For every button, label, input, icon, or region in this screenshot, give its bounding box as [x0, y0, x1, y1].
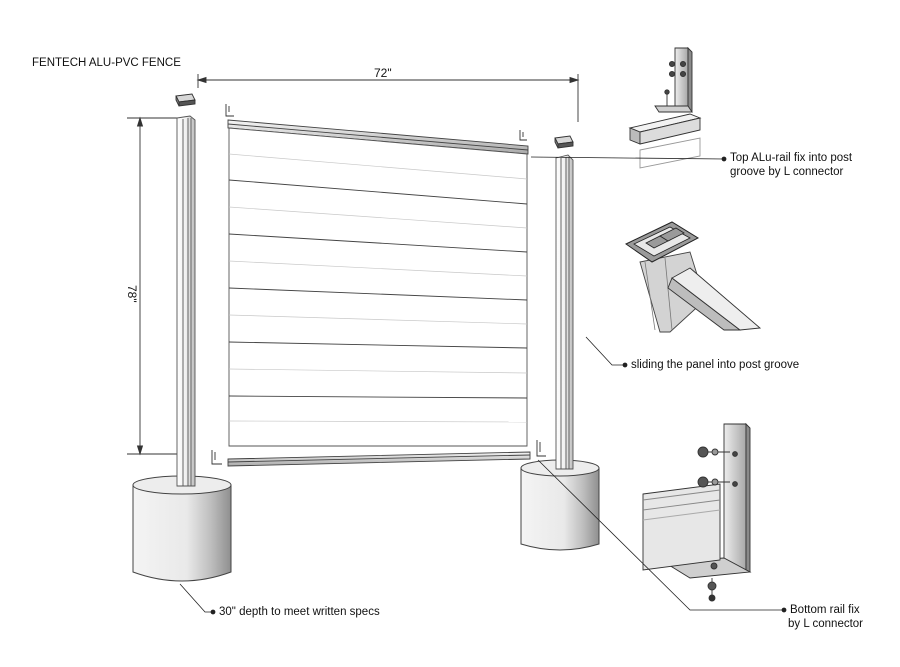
top-rail-callout-line1: Top ALu-rail fix into post: [730, 152, 853, 164]
height-dimension-label: 78": [125, 285, 139, 303]
top-rail-callout-line2: groove by L connector: [730, 166, 844, 178]
left-post-cap: [175, 93, 196, 107]
panel-faint-lines: [228, 153, 528, 423]
left-post: [176, 115, 196, 487]
right-post: [555, 154, 574, 470]
sliding-panel-callout: sliding the panel into post groove: [631, 359, 800, 371]
top-rail: [227, 119, 529, 155]
width-dimension-line: [196, 74, 580, 122]
top-l-connectors: [225, 104, 527, 141]
height-dimension-line: [127, 116, 178, 456]
pvc-panel: [228, 127, 528, 447]
bottom-rail: [227, 451, 531, 467]
right-concrete-footing: [520, 459, 600, 551]
bottom-l-connectors: [211, 440, 546, 465]
inset-top-rail-connector: [628, 46, 702, 169]
bottom-rail-callout-line2: by L connector: [788, 618, 864, 630]
inset-post-groove: [612, 214, 762, 333]
bottom-rail-callout-line1: Bottom rail fix: [790, 604, 860, 616]
diagram-title: FENTECH ALU-PVC FENCE: [32, 57, 181, 69]
right-post-cap: [554, 135, 574, 149]
width-dimension-label: 72": [374, 66, 392, 80]
panel-board-lines: [228, 179, 528, 399]
callout-leader-lines: [179, 156, 787, 615]
left-concrete-footing: [132, 475, 232, 582]
inset-bottom-rail-connector: [642, 422, 752, 602]
depth-callout: 30" depth to meet written specs: [219, 606, 380, 618]
